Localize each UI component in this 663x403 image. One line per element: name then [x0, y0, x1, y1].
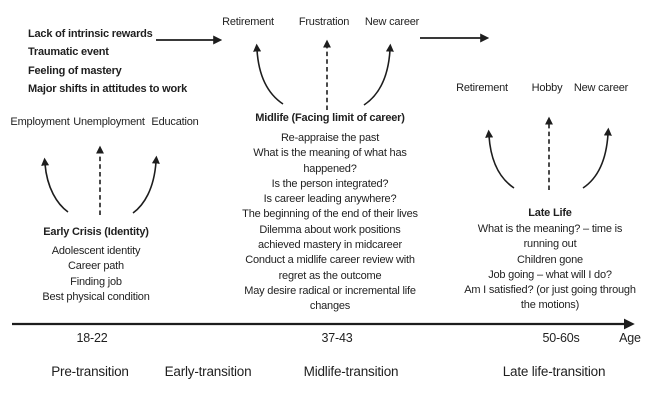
midlife-right-curve-arrow-icon	[363, 43, 394, 106]
early-crisis-title: Early Crisis (Identity)	[43, 226, 149, 238]
late-life-line: Am I satisfied? (or just going through	[464, 284, 636, 297]
midlife-outcome-frustration: Frustration	[298, 16, 350, 28]
late-life-line: Job going – what will I do?	[488, 268, 612, 281]
early-right-curve-arrow-icon	[132, 155, 160, 214]
midlife-line: Dilemma about work positions	[259, 223, 401, 236]
early-outcome-education: Education	[151, 116, 199, 128]
late-life-line: What is the meaning? – time is	[477, 223, 623, 235]
early-crisis-line: Finding job	[70, 275, 122, 288]
late-life-list: What is the meaning? – time is running o…	[464, 222, 636, 314]
trigger-list: Lack of intrinsic rewards Traumatic even…	[28, 25, 187, 99]
midlife-line: achieved mastery in midcareer	[258, 239, 402, 252]
early-outcome-employment: Employment	[10, 116, 70, 128]
early-crisis-list: Adolescent identity Career path Finding …	[42, 244, 149, 305]
midlife-left-curve-arrow-icon	[253, 43, 284, 105]
trigger-item: Feeling of mastery	[28, 64, 122, 77]
midlife-line: May desire radical or incremental life	[244, 284, 416, 297]
early-crisis-line: Adolescent identity	[51, 245, 141, 257]
late-left-curve-arrow-icon	[485, 129, 515, 189]
midlife-line: The beginning of the end of their lives	[242, 208, 418, 221]
early-outcome-unemployment: Unemployment	[73, 116, 145, 128]
phase-late-life-transition: Late life-transition	[502, 364, 606, 379]
late-outcome-retirement: Retirement	[456, 82, 508, 94]
midlife-line: Re-appraise the past	[280, 132, 380, 144]
late-outcome-new-career: New career	[573, 82, 629, 94]
axis-tick-37-43: 37-43	[321, 331, 353, 345]
axis-tick-18-22: 18-22	[76, 331, 108, 345]
phase-midlife-transition: Midlife-transition	[303, 364, 399, 379]
phase-early-transition: Early-transition	[164, 364, 252, 379]
late-life-line: Children gone	[517, 253, 583, 266]
early-crisis-line: Career path	[68, 260, 124, 273]
midlife-list: Re-appraise the past What is the meaning…	[242, 131, 418, 315]
midlife-outcome-new-career: New career	[364, 16, 420, 28]
midlife-line: happened?	[303, 162, 357, 175]
late-life-line: the motions)	[520, 299, 580, 312]
midlife-line: What is the meaning of what has	[253, 147, 407, 160]
midlife-line: Is the person integrated?	[271, 177, 389, 190]
early-crisis-line: Best physical condition	[42, 290, 150, 303]
trigger-item: Lack of intrinsic rewards	[28, 28, 153, 40]
midlife-outcome-retirement: Retirement	[222, 16, 274, 28]
midlife-line: Is career leading anywhere?	[263, 193, 397, 206]
late-right-curve-arrow-icon	[582, 127, 612, 189]
late-life-title: Late Life	[528, 207, 572, 219]
trigger-item: Traumatic event	[28, 46, 109, 59]
axis-age-label: Age	[619, 331, 641, 345]
midlife-line: Conduct a midlife career review with	[245, 254, 415, 267]
late-life-line: running out	[523, 238, 577, 251]
midlife-line: regret as the outcome	[278, 269, 382, 282]
trigger-item: Major shifts in attitudes to work	[28, 83, 188, 96]
late-outcome-hobby: Hobby	[531, 82, 563, 94]
early-left-curve-arrow-icon	[41, 157, 69, 213]
phase-pre-transition: Pre-transition	[51, 364, 129, 379]
axis-tick-50-60s: 50-60s	[542, 331, 580, 345]
midlife-title: Midlife (Facing limit of career)	[255, 112, 405, 124]
midlife-line: changes	[309, 300, 351, 313]
